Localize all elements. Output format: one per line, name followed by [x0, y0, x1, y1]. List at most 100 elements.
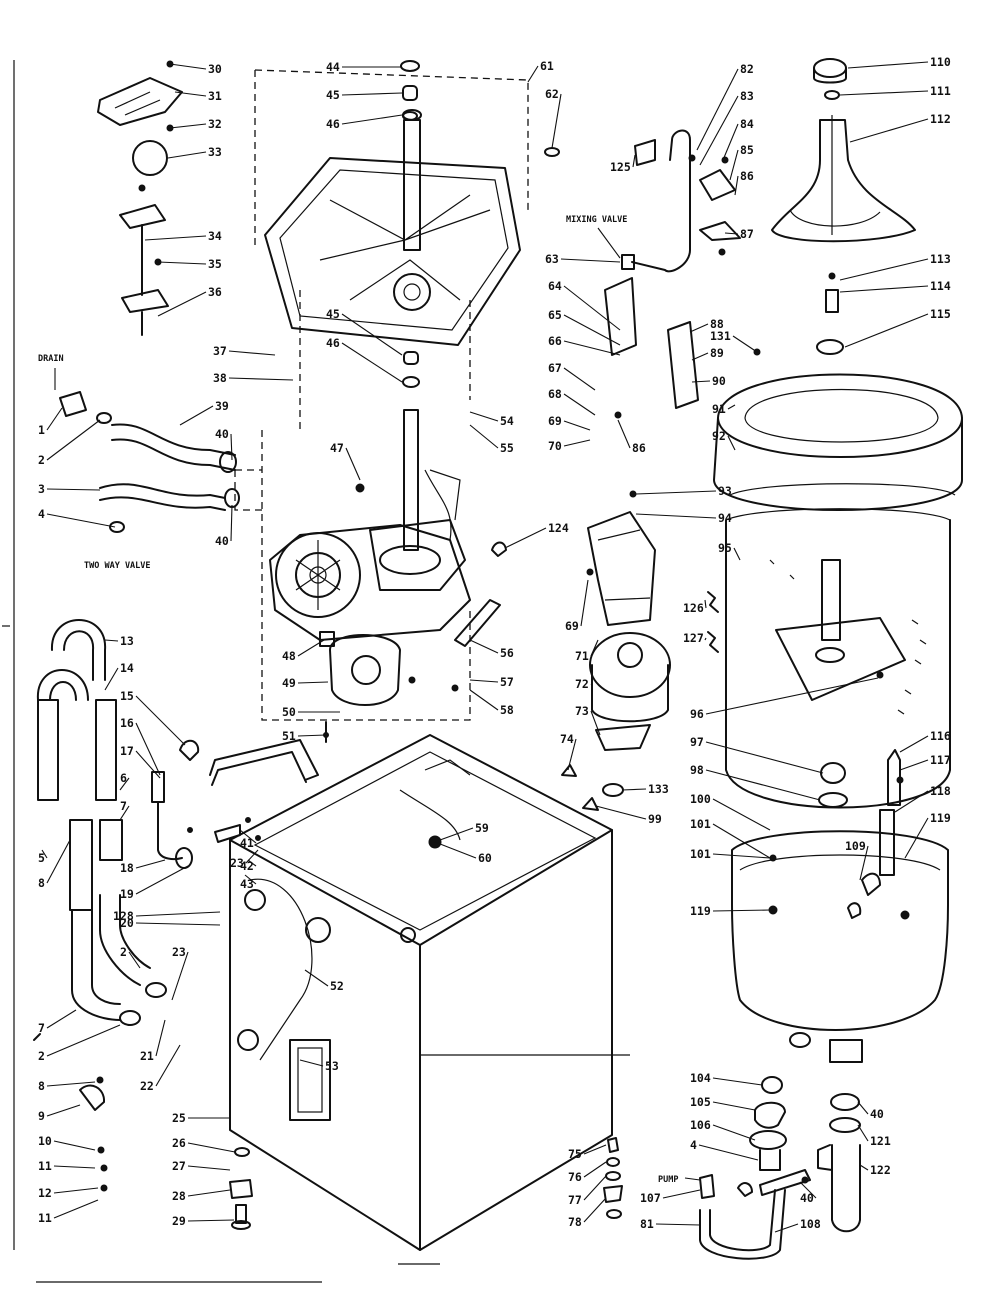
leader-line	[712, 823, 771, 859]
leader-line	[844, 313, 929, 348]
leader-line	[899, 735, 929, 753]
leader-line	[698, 1144, 759, 1161]
leader-line	[590, 710, 601, 736]
part-number-label: 13	[120, 634, 134, 648]
part-number-label: 25	[172, 1111, 186, 1125]
part-number-label: 113	[930, 252, 951, 266]
part-number-label: 52	[330, 979, 344, 993]
leader-line	[849, 118, 929, 143]
leader-line	[655, 1223, 701, 1226]
part-number-label: 59	[475, 821, 489, 835]
leader-line	[46, 1024, 121, 1057]
drain-hardware	[603, 1137, 623, 1219]
part-number-label: 114	[930, 279, 951, 293]
leader-line	[583, 1144, 607, 1155]
part-number-label: 111	[930, 84, 951, 98]
leader-line	[551, 93, 562, 149]
part-number-label: 94	[718, 511, 732, 525]
leader-line	[904, 817, 929, 859]
part-number-label: 71	[575, 649, 589, 663]
part-number-label: 85	[740, 143, 754, 157]
leader-line	[847, 61, 929, 69]
part-number-label: 8	[38, 1079, 45, 1093]
part-number-label: 128	[113, 909, 134, 923]
part-number-label: 89	[710, 346, 724, 360]
leader-line	[174, 91, 207, 97]
part-number-label: 44	[326, 60, 340, 74]
leader-line	[46, 419, 101, 461]
part-number-label: 116	[930, 729, 951, 743]
leader-line	[135, 859, 166, 869]
part-number-label: 66	[548, 334, 562, 348]
leader-line	[567, 738, 577, 771]
part-number-label: 10	[38, 1134, 52, 1148]
leader-line	[899, 759, 929, 771]
leader-line	[712, 798, 771, 831]
part-number-label: 5	[38, 851, 45, 865]
part-number-label: 12	[38, 1186, 52, 1200]
part-number-label: 11	[38, 1159, 52, 1173]
leader-line	[135, 695, 186, 746]
transmission	[269, 409, 501, 743]
leader-line	[434, 841, 477, 859]
leader-line	[563, 420, 591, 431]
leader-line	[839, 90, 929, 96]
part-number-label: 7	[120, 799, 127, 813]
leader-line	[712, 1124, 756, 1141]
part-number-label: 56	[500, 646, 514, 660]
part-number-label: 93	[718, 484, 732, 498]
leader-line	[563, 314, 621, 346]
part-number-label: 9	[38, 1109, 45, 1123]
part-number-label: 112	[930, 112, 951, 126]
part-number-label: 40	[215, 534, 229, 548]
part-number-label: 86	[740, 169, 754, 183]
leader-line	[169, 63, 207, 70]
part-number-label: 105	[690, 1095, 711, 1109]
leader-line	[590, 683, 593, 686]
leader-line	[563, 439, 591, 447]
leader-line	[699, 95, 739, 166]
leader-line	[563, 340, 621, 356]
part-number-label: 4	[38, 507, 45, 521]
part-number-label: 133	[648, 782, 669, 796]
part-number-label: 68	[548, 387, 562, 401]
part-number-label: 48	[282, 649, 296, 663]
part-number-label: 73	[575, 704, 589, 718]
leader-line	[46, 1009, 77, 1029]
leader-line	[244, 874, 257, 885]
part-number-label: 45	[326, 307, 340, 321]
part-number-label: 30	[208, 62, 222, 76]
part-number-label: 72	[575, 677, 589, 691]
leader-line	[187, 1165, 231, 1171]
part-number-label: 64	[548, 279, 562, 293]
part-number-label: 62	[545, 87, 559, 101]
part-number-label: 2	[120, 945, 127, 959]
part-number-label: 27	[172, 1159, 186, 1173]
leader-line	[104, 667, 119, 691]
leader-line	[712, 1101, 756, 1111]
leader-line	[857, 1124, 869, 1142]
leader-line	[635, 490, 717, 495]
part-number-label: 54	[500, 414, 514, 428]
leader-line	[691, 352, 709, 361]
leader-line	[774, 1223, 799, 1233]
part-number-label: 26	[172, 1136, 186, 1150]
leader-line	[729, 149, 739, 181]
part-number-label: 101	[690, 847, 711, 861]
leader-line	[187, 1219, 235, 1222]
mixing-valve	[621, 129, 741, 273]
part-number-label: 6	[120, 771, 127, 785]
part-number-label: 98	[690, 763, 704, 777]
part-number-label: 34	[208, 229, 222, 243]
leader-line	[46, 1104, 81, 1117]
leader-line	[583, 1161, 607, 1178]
part-number-label: 17	[120, 744, 134, 758]
leader-line	[345, 447, 361, 481]
leader-line	[621, 788, 647, 791]
leader-line	[128, 951, 141, 969]
leader-lines	[41, 61, 929, 1233]
leader-line	[590, 639, 599, 657]
part-number-label: 47	[330, 441, 344, 455]
part-number-label: 7	[38, 1021, 45, 1035]
page-marks	[2, 60, 440, 1283]
